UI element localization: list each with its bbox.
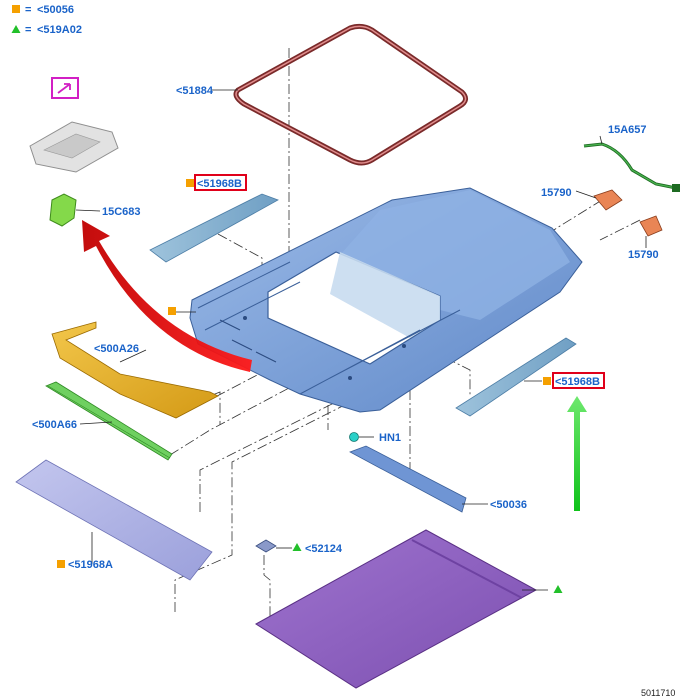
markers: [57, 179, 563, 593]
reinforcement-left: [149, 193, 279, 263]
label-bracket: <500A66: [32, 419, 77, 431]
orange-square-icon: [168, 307, 176, 315]
label-clip: <52124: [305, 543, 343, 555]
orange-square-icon: [543, 377, 551, 385]
green-arrow: [567, 396, 587, 511]
console-bracket: [49, 193, 101, 227]
interior-lamp-b: [639, 215, 663, 237]
front-bow: [51, 321, 219, 419]
nut-hn1: [349, 432, 374, 442]
green-triangle-icon: [553, 585, 563, 593]
highlight-box-right: [552, 372, 605, 389]
label-seal: <51884: [176, 85, 214, 97]
labels: <51884 <51968B 15A657 15790 15790 15C683…: [32, 85, 675, 698]
clip-52124: [255, 539, 277, 553]
label-panel-mid: <50036: [490, 499, 527, 511]
wiring-harness: [583, 142, 680, 192]
roof-panel: [189, 187, 583, 413]
leader-lines: [79, 89, 647, 564]
panel-51968a: [15, 459, 213, 581]
label-wiring: 15A657: [608, 124, 647, 136]
highlight-box-left: [194, 174, 247, 191]
label-nut: HN1: [379, 432, 401, 444]
legend-square-icon: [12, 5, 20, 13]
label-console: 15C683: [102, 206, 141, 218]
orange-square-icon: [57, 560, 65, 568]
legend-triangle-icon: [11, 25, 21, 33]
legend: = <50056 = <519A02: [11, 4, 82, 36]
interior-lamp-a: [593, 189, 623, 211]
label-reinf-left: <51968B: [197, 178, 242, 190]
legend-triangle-code: <519A02: [37, 24, 82, 36]
label-lamp-b: 15790: [628, 249, 659, 261]
roof-seal: [233, 23, 468, 166]
panel-50036: [349, 445, 467, 513]
reinforcement-right: [455, 337, 577, 417]
label-panel-lower: <51968A: [68, 559, 113, 571]
orange-square-icon: [186, 179, 194, 187]
legend-equals-1: =: [25, 4, 31, 16]
green-triangle-icon: [292, 543, 302, 551]
legend-square-code: <50056: [37, 4, 74, 16]
red-arrow: [82, 220, 252, 372]
overhead-console: [29, 121, 119, 173]
headliner: [255, 529, 548, 689]
legend-equals-2: =: [25, 24, 31, 36]
console-callout-icon: [51, 77, 79, 99]
label-lamp-a: 15790: [541, 187, 572, 199]
label-reinf-right: <51968B: [555, 376, 600, 388]
doc-number: 5011710: [641, 688, 675, 698]
label-bow-front: <500A26: [94, 343, 139, 355]
